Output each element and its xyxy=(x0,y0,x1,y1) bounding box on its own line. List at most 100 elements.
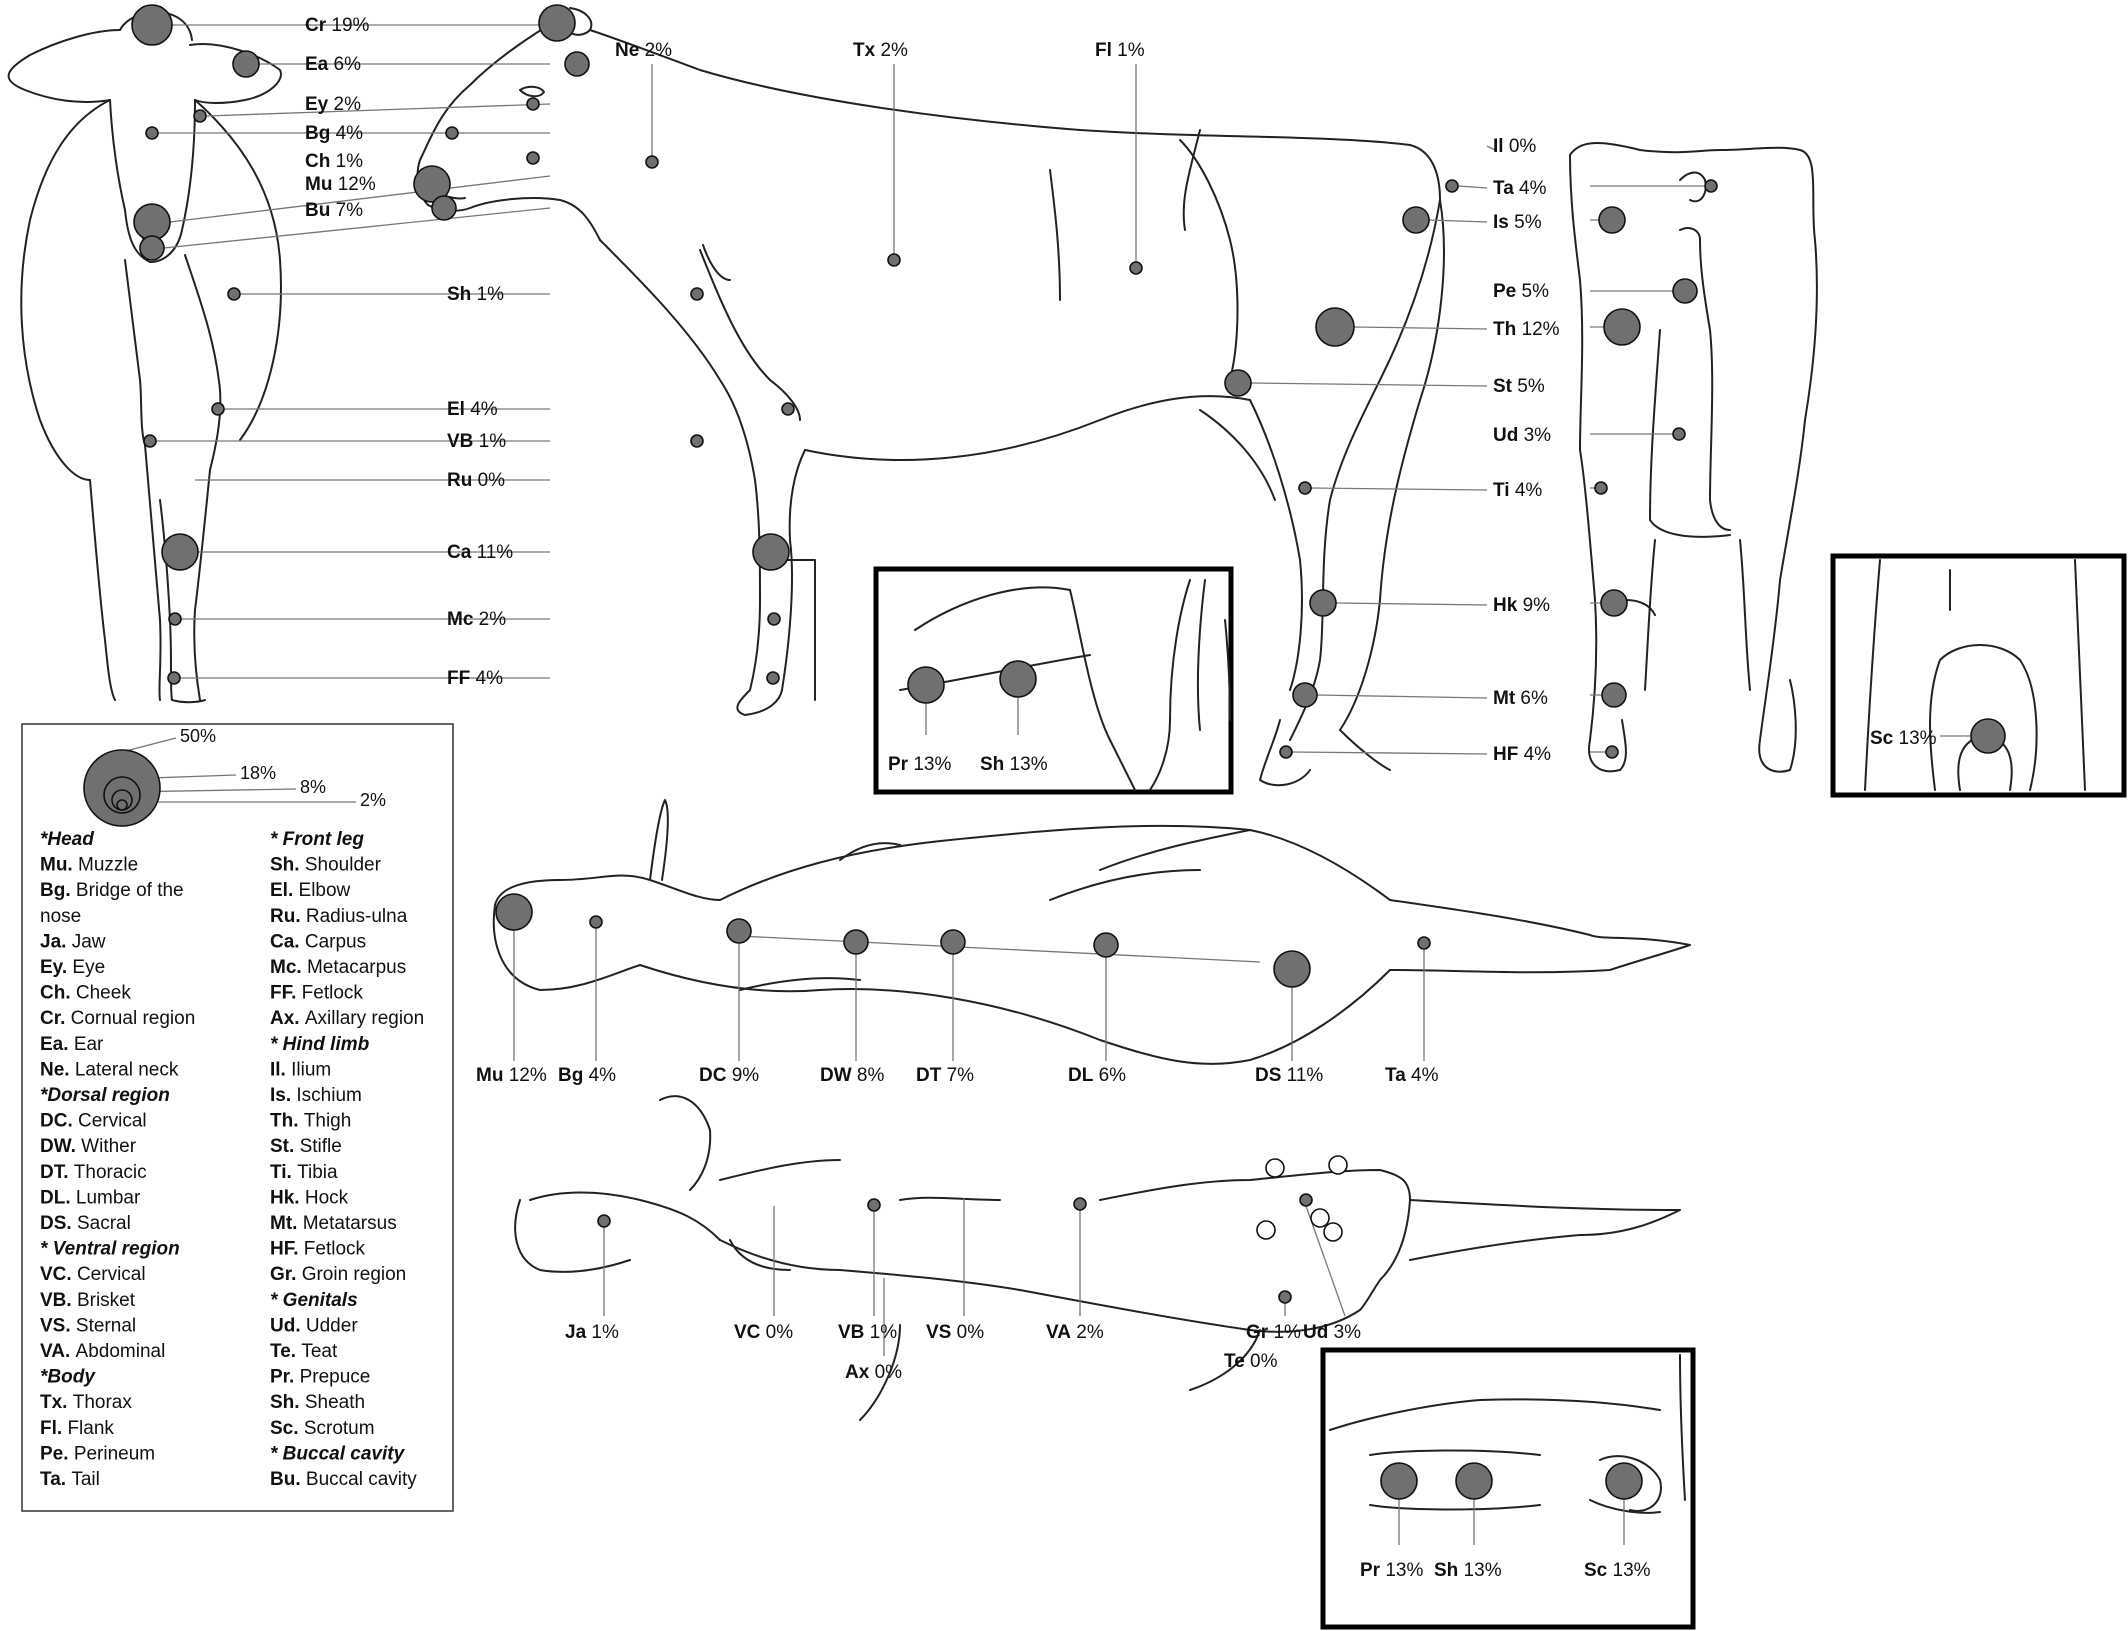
inset-scrotum-spot xyxy=(1970,718,2006,754)
legend-col1-item-11: DC. Cervical xyxy=(40,1111,147,1132)
front-label-el: El 4% xyxy=(447,399,498,420)
legend-col1-item-9: Ne. Lateral neck xyxy=(40,1059,179,1080)
ventral-leader-ud xyxy=(1305,1205,1346,1317)
front-label-mu: Mu 12% xyxy=(305,174,376,195)
inset-prepuce-label: Pr 13% xyxy=(888,754,951,775)
legend-col2-item-0: * Front leg xyxy=(270,829,364,850)
hind-spot-is xyxy=(1402,206,1430,234)
side-spot-3 xyxy=(445,126,459,140)
front-spot-ff xyxy=(167,671,181,685)
side-spot-9 xyxy=(690,434,704,448)
front-label-mc: Mc 2% xyxy=(447,609,506,630)
dorsal-spot-dt xyxy=(940,929,966,955)
legend-col2-item-25: Bu. Buccal cavity xyxy=(270,1469,417,1490)
hind-leader-il xyxy=(1486,145,1496,151)
hind-label-st: St 5% xyxy=(1493,376,1545,397)
legend-size-label-3: 2% xyxy=(360,790,386,810)
side-spot-11 xyxy=(767,612,781,626)
hind-spot-mt xyxy=(1292,682,1318,708)
inset-sheath-spot xyxy=(999,660,1037,698)
ventral-label-ja: Ja 1% xyxy=(565,1322,619,1343)
legend-col1-item-0: *Head xyxy=(40,829,94,850)
inset-bottom-prepuce-label: Pr 13% xyxy=(1360,1560,1423,1581)
dorsal-view-cow-outline xyxy=(492,799,1691,1065)
side-view-cow-outline xyxy=(416,7,1445,787)
hind-leader-ti xyxy=(1310,487,1488,491)
legend-size-label-1: 18% xyxy=(240,763,276,783)
ventral-label-ud: Ud 3% xyxy=(1303,1322,1361,1343)
side-spot-2 xyxy=(526,97,540,111)
front-spot-ey xyxy=(193,109,207,123)
front-spot-ea xyxy=(232,50,260,78)
side-label-ne: Ne 2% xyxy=(615,40,672,61)
legend-col1-item-15: DS. Sacral xyxy=(40,1213,131,1234)
legend-col1-item-14: DL. Lumbar xyxy=(40,1187,141,1208)
legend-col2-item-17: Gr. Groin region xyxy=(270,1264,406,1285)
ventral-label-va: VA 2% xyxy=(1046,1322,1104,1343)
inset-bottom-scrotum-spot xyxy=(1605,1462,1643,1500)
inset-sheath-label: Sh 13% xyxy=(980,754,1048,775)
side-spot-7 xyxy=(690,287,704,301)
side-spot-8 xyxy=(781,402,795,416)
dorsal-spot-bg xyxy=(589,915,603,929)
rear-spot-7 xyxy=(1601,682,1627,708)
legend-col2-item-13: Ti. Tibia xyxy=(270,1162,338,1183)
front-label-vb: VB 1% xyxy=(447,431,506,452)
ventral-label-vs: VS 0% xyxy=(926,1322,984,1343)
inset-bottom-outline xyxy=(1329,1354,1686,1514)
front-spot-mu xyxy=(133,203,171,241)
legend-col2-item-5: Mc. Metacarpus xyxy=(270,957,406,978)
legend-col1-item-18: VB. Brisket xyxy=(40,1290,136,1311)
legend-col1-item-13: DT. Thoracic xyxy=(40,1162,147,1183)
legend-col2-item-11: Th. Thigh xyxy=(270,1111,351,1132)
legend-col2-item-7: Ax. Axillary region xyxy=(270,1008,424,1029)
hind-label-il: Il 0% xyxy=(1493,136,1536,157)
rear-spot-0 xyxy=(1704,179,1718,193)
dorsal-spot-dw xyxy=(843,929,869,955)
hind-leader-is xyxy=(1428,219,1488,223)
legend-col1-item-17: VC. Cervical xyxy=(40,1264,146,1285)
front-leader-ey xyxy=(205,103,551,117)
hind-label-mt: Mt 6% xyxy=(1493,688,1548,709)
legend-size-label-2: 8% xyxy=(300,777,326,797)
legend-col2-item-20: Te. Teat xyxy=(270,1341,338,1362)
legend-col1-item-7: Cr. Cornual region xyxy=(40,1008,195,1029)
inset-scrotum-outline xyxy=(1864,559,2086,791)
legend-col2-item-24: * Buccal cavity xyxy=(270,1443,406,1464)
legend-col1-item-5: Ey. Eye xyxy=(40,957,105,978)
legend-col2-item-8: * Hind limb xyxy=(270,1034,370,1055)
dorsal-label-dl: DL 6% xyxy=(1068,1065,1126,1086)
dorsal-spot-ds xyxy=(1273,950,1311,988)
inset-bottom-sheath-label: Sh 13% xyxy=(1434,1560,1502,1581)
hind-spot-ta xyxy=(1445,179,1459,193)
hind-spot-ti xyxy=(1298,481,1312,495)
side-spot-4 xyxy=(526,151,540,165)
front-spot-vb xyxy=(143,434,157,448)
side-spot-6 xyxy=(431,195,457,221)
hind-label-th: Th 12% xyxy=(1493,319,1560,340)
rear-spot-6 xyxy=(1600,589,1628,617)
side-spot-10 xyxy=(752,533,790,571)
legend-col1-item-23: Fl. Flank xyxy=(40,1418,114,1439)
side-spot-5 xyxy=(413,165,451,203)
dorsal-label-dc: DC 9% xyxy=(699,1065,759,1086)
ventral-spot-ud xyxy=(1299,1193,1313,1207)
front-spot-mc xyxy=(168,612,182,626)
rear-spot-2 xyxy=(1672,278,1698,304)
dorsal-spine-line xyxy=(738,935,1261,963)
ventral-open-spot-3 xyxy=(1323,1222,1343,1242)
hind-spot-st xyxy=(1224,369,1252,397)
hind-leader-ta xyxy=(1457,185,1488,189)
front-label-ch: Ch 1% xyxy=(305,151,363,172)
legend-col2-item-10: Is. Ischium xyxy=(270,1085,362,1106)
hind-label-is: Is 5% xyxy=(1493,212,1542,233)
legend-col2-item-4: Ca. Carpus xyxy=(270,931,366,952)
legend-col2-item-14: Hk. Hock xyxy=(270,1187,349,1208)
hind-spot-th xyxy=(1315,307,1355,347)
front-label-sh: Sh 1% xyxy=(447,284,504,305)
hind-spot-hf xyxy=(1279,745,1293,759)
inset-bottom-prepuce-spot xyxy=(1380,1462,1418,1500)
legend-col2-item-2: El. Elbow xyxy=(270,880,351,901)
legend-size-leader-0 xyxy=(121,737,177,753)
